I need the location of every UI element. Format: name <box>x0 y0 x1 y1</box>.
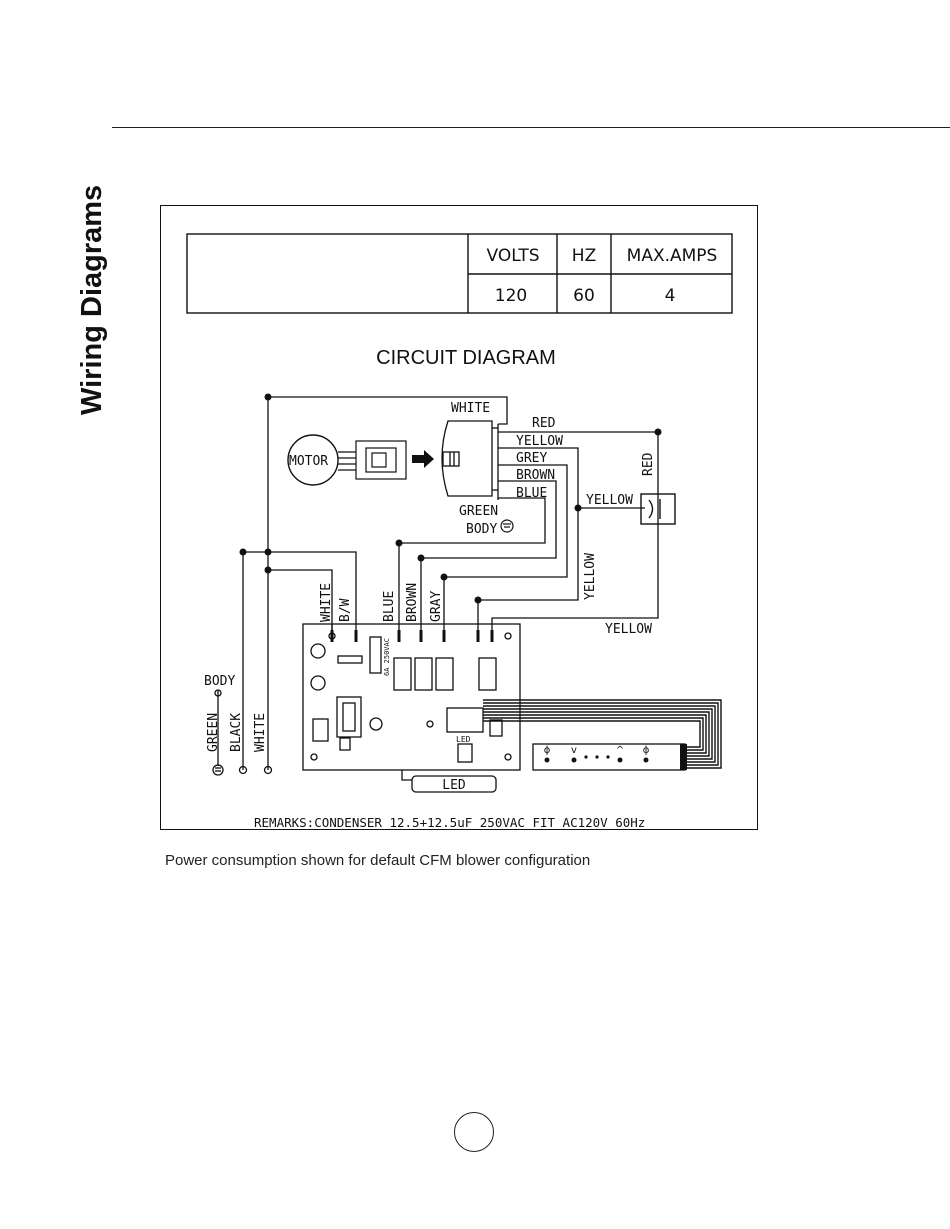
remarks: REMARKS:CONDENSER 12.5+12.5uF 250VAC FIT… <box>254 815 645 830</box>
label-supply-green: GREEN <box>206 713 221 752</box>
keypad-power-symbol: ϕ <box>544 745 551 756</box>
label-motor: MOTOR <box>289 454 328 469</box>
junction-dots <box>239 393 662 604</box>
page-number-circle <box>454 1112 494 1152</box>
label-yellow-bottom: YELLOW <box>605 622 652 637</box>
keypad-light-symbol: ϕ <box>643 745 650 756</box>
capacitor-symbol <box>640 493 676 525</box>
label-board-bw: B/W <box>338 598 353 622</box>
spec-value-hz: 60 <box>573 286 595 306</box>
motor-connector <box>441 420 499 500</box>
caption: Power consumption shown for default CFM … <box>165 852 591 869</box>
label-board-white: WHITE <box>319 583 334 622</box>
spec-header-volts: VOLTS <box>486 246 539 266</box>
label-yellow-cap: YELLOW <box>586 493 633 508</box>
motor-symbol <box>287 434 434 486</box>
keypad-up-icon <box>617 757 623 763</box>
label-fuse: 6A 250VAC <box>383 638 391 676</box>
label-red-cap: RED <box>641 452 656 476</box>
board-terminals <box>330 630 494 642</box>
keypad-down-symbol: v <box>571 745 577 756</box>
keypad-power-icon <box>544 757 550 763</box>
label-body-motor: BODY <box>466 522 497 537</box>
header-rule <box>112 127 950 128</box>
label-grey: GREY <box>516 451 547 466</box>
motor-ground-icon <box>500 519 514 533</box>
keypad-up-symbol: ^ <box>616 745 624 756</box>
label-led-box: LED <box>442 778 466 793</box>
label-brown-top: BROWN <box>516 468 555 483</box>
spec-value-max-amps: 4 <box>665 286 676 306</box>
spec-value-volts: 120 <box>495 286 527 306</box>
spec-header-max-amps: MAX.AMPS <box>627 246 718 266</box>
label-yellow-top: YELLOW <box>516 434 563 449</box>
label-board-blue: BLUE <box>382 591 397 622</box>
label-supply-white: WHITE <box>253 713 268 752</box>
label-yellow-vertical: YELLOW <box>583 553 598 600</box>
keypad: ϕ v ^ ϕ <box>532 743 687 771</box>
spec-header-hz: HZ <box>572 246 596 266</box>
label-red-top: RED <box>532 416 556 431</box>
label-supply-black: BLACK <box>229 713 244 752</box>
keypad-down-icon <box>571 757 577 763</box>
supply-terminals <box>212 689 273 776</box>
label-supply-body: BODY <box>204 674 235 689</box>
wires <box>217 396 659 781</box>
label-led-small: LED <box>456 735 471 744</box>
label-green: GREEN <box>459 504 498 519</box>
control-board <box>302 623 521 771</box>
label-board-brown: BROWN <box>405 583 420 622</box>
label-white-top: WHITE <box>451 401 490 416</box>
diagram-title: CIRCUIT DIAGRAM <box>376 347 556 369</box>
ribbon-cable <box>483 699 722 769</box>
label-blue-top: BLUE <box>516 486 547 501</box>
diagram-frame <box>160 205 758 830</box>
led-box <box>411 775 497 793</box>
label-board-gray: GRAY <box>429 591 444 622</box>
keypad-light-icon <box>643 757 649 763</box>
